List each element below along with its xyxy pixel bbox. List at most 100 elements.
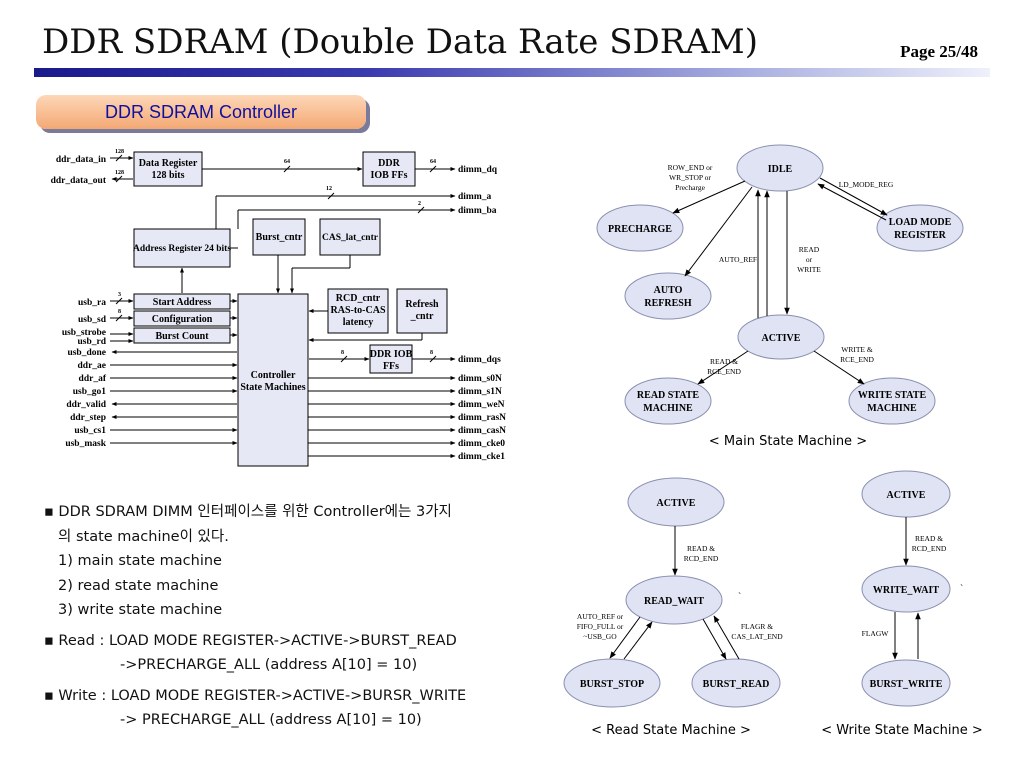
transition-label: READ & <box>915 534 943 543</box>
data-register-label-2: 128 bits <box>151 170 184 181</box>
signal-ddr-ae: ddr_ae <box>78 361 107 371</box>
burst-count-label: Burst Count <box>155 331 209 342</box>
transition-label: READ & <box>687 544 715 553</box>
state-label: ACTIVE <box>887 490 926 501</box>
ddr-iob2-label-2: FFs <box>383 361 399 372</box>
state-label: READ STATE <box>637 390 699 401</box>
signal-dimm-cke1: dimm_cke1 <box>458 452 505 462</box>
transition-label: FLAGW <box>862 629 890 638</box>
burst-cntr-box <box>252 218 306 256</box>
transition-label: RCE_END <box>840 355 874 364</box>
bullet-1-item-3: 3) write state machine <box>58 602 223 618</box>
transition-label: WRITE & <box>841 345 873 354</box>
edge-burst-read-read-wait <box>713 615 740 660</box>
signal-usb-sd: usb_sd <box>78 315 107 325</box>
bus-width-label: 2 <box>418 201 421 207</box>
bullet-2-line-1: ▪ Read : LOAD MODE REGISTER->ACTIVE->BUR… <box>44 632 457 649</box>
configuration-label: Configuration <box>152 314 213 325</box>
right-signal-labels: dimm_dq dimm_a dimm_ba dimm_dqs dimm_s0N… <box>458 165 506 462</box>
signal-dimm-cke0: dimm_cke0 <box>458 439 505 449</box>
bus-width-label: 128 <box>115 170 124 176</box>
transition-label: Precharge <box>675 183 706 192</box>
state-label: PRECHARGE <box>608 224 672 235</box>
edge-active-write <box>813 350 865 385</box>
main-sm-caption: < Main State Machine > <box>709 434 867 449</box>
bullet-1-line-1: ▪ DDR SDRAM DIMM 인터페이스를 위한 Controller에는 … <box>44 504 452 520</box>
state-burst-stop <box>563 658 661 708</box>
state-load-mode-register <box>876 204 964 252</box>
state-label: BURST_WRITE <box>870 679 943 690</box>
rcd-cntr-label-1: RCD_cntr <box>336 293 381 304</box>
refresh-cntr-box <box>396 288 448 334</box>
cas-lat-cntr-label: CAS_lat_cntr <box>322 233 379 243</box>
bullet-1-item-1: 1) main state machine <box>58 553 222 569</box>
left-signal-labels: ddr_data_in ddr_data_out usb_ra usb_sd u… <box>51 155 107 449</box>
ddr-iob-label-2: IOB FFs <box>371 170 408 181</box>
rcd-cntr-label-3: latency <box>343 317 374 328</box>
bus-width-label: 128 <box>115 149 124 155</box>
bus-width-label: 64 <box>430 159 436 165</box>
rcd-cntr-box <box>327 288 389 334</box>
state-read-active <box>627 477 725 527</box>
bullet-1-item-2: 2) read state machine <box>58 577 219 594</box>
state-label: ACTIVE <box>762 333 801 344</box>
data-register-box <box>133 151 203 187</box>
bullet-2-line-2: ->PRECHARGE_ALL (address A[10] = 10) <box>120 657 418 673</box>
page-title: DDR SDRAM (Double Data Rate SDRAM) <box>42 22 759 62</box>
state-label: REGISTER <box>894 230 946 241</box>
refresh-cntr-label-1: Refresh <box>405 299 439 310</box>
start-address-label: Start Address <box>153 297 212 308</box>
signal-dimm-dqs: dimm_dqs <box>458 355 501 365</box>
signal-dimm-a: dimm_a <box>458 192 492 202</box>
read-sm-caption: < Read State Machine > <box>591 723 751 738</box>
write-state-machine: ACTIVE WRITE_WAIT BURST_WRITE READ & RCD… <box>821 470 983 738</box>
state-label: ACTIVE <box>657 498 696 509</box>
description-bullets: ▪ DDR SDRAM DIMM 인터페이스를 위한 Controller에는 … <box>44 500 534 733</box>
bus-width-label: 8 <box>341 350 344 356</box>
bus-width-label: 8 <box>430 350 433 356</box>
bus-width-label: 3 <box>118 292 121 298</box>
main-state-machine: IDLE PRECHARGE LOAD MODE REGISTER AUTO R… <box>596 144 964 449</box>
edge-idle-auto-refresh <box>684 186 753 277</box>
edge-idle-precharge <box>672 180 746 214</box>
burst-cntr-label: Burst_cntr <box>256 232 303 243</box>
cas-lat-cntr-box <box>319 218 381 256</box>
state-label: LOAD MODE <box>889 217 952 228</box>
signal-usb-cs1: usb_cs1 <box>74 426 106 436</box>
state-burst-write <box>861 659 951 707</box>
bus-width-label: 12 <box>326 186 332 192</box>
signal-dimm-dq: dimm_dq <box>458 165 498 175</box>
signal-usb-ra: usb_ra <box>78 298 106 308</box>
edge-read-wait-burst-read <box>702 618 727 660</box>
transition-label: FLAGR & <box>741 622 773 631</box>
signal-dimm-s1n: dimm_s1N <box>458 387 502 397</box>
bus-width-label: 64 <box>284 159 290 165</box>
edge-read-wait-burst-stop <box>609 616 641 659</box>
signal-dimm-ba: dimm_ba <box>458 206 497 216</box>
signal-ddr-step: ddr_step <box>70 413 106 423</box>
transition-label: RCD_END <box>912 544 947 553</box>
controller-block-diagram <box>110 151 456 467</box>
transition-label: RCE_END <box>707 367 741 376</box>
state-label: BURST_READ <box>703 679 770 690</box>
signal-dimm-rasn: dimm_rasN <box>458 413 506 423</box>
state-label: MACHINE <box>643 403 693 414</box>
stray-mark: ` <box>738 592 741 603</box>
state-read-state-machine <box>624 377 712 425</box>
state-write-state-machine <box>848 377 936 425</box>
signal-usb-rd: usb_rd <box>77 337 106 347</box>
state-read-wait <box>625 575 723 625</box>
read-state-machine: ACTIVE READ_WAIT BURST_STOP BURST_READ R… <box>563 477 783 738</box>
transition-label: ~USB_GO <box>583 632 617 641</box>
signal-dimm-wen: dimm_weN <box>458 400 505 410</box>
section-badge: DDR SDRAM Controller <box>36 95 366 129</box>
state-label: REFRESH <box>644 298 691 309</box>
edge-load-mode-idle <box>817 183 887 221</box>
transition-label: AUTO_REF or <box>577 612 624 621</box>
transition-label: LD_MODE_REG <box>839 180 894 189</box>
transition-label: READ <box>799 245 820 254</box>
state-burst-read <box>691 658 781 708</box>
transition-label: WRITE <box>797 265 821 274</box>
bullet-1-line-2: 의 state machine이 있다. <box>58 528 229 545</box>
